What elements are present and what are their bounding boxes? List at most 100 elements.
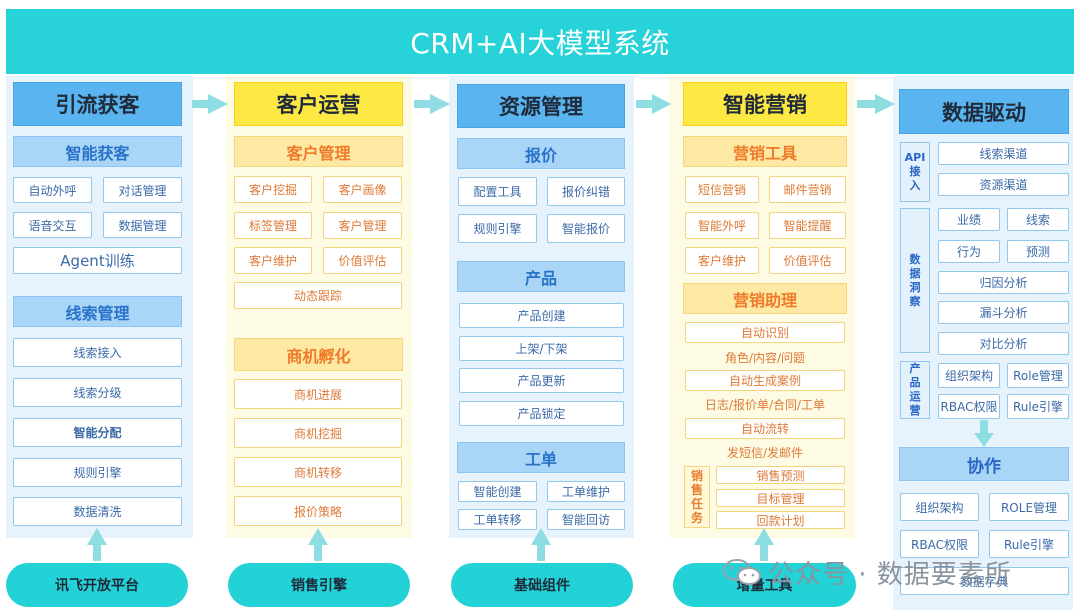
section-title[interactable]: 客户管理 [234, 136, 403, 167]
feature-item[interactable]: 目标管理 [716, 489, 845, 507]
feature-text: 角色/内容/问题 [724, 351, 806, 365]
group-label[interactable]: 数据洞察 [900, 208, 930, 353]
feature-item[interactable]: 报价纠错 [547, 177, 625, 206]
feature-item[interactable]: 数据清洗 [13, 497, 182, 526]
feature-item[interactable]: 工单转移 [458, 509, 537, 530]
section-title[interactable]: 营销助理 [683, 283, 847, 314]
platform-pill[interactable]: 销售引擎 [228, 563, 410, 607]
arrow-right-icon [636, 94, 671, 114]
feature-item[interactable]: 对话管理 [103, 177, 182, 203]
feature-item[interactable]: 智能报价 [547, 214, 625, 243]
feature-item[interactable]: 规则引擎 [458, 214, 537, 243]
feature-item[interactable]: 客户维护 [234, 247, 312, 274]
feature-item[interactable]: 自动识别 [685, 322, 845, 343]
feature-item[interactable]: 产品更新 [459, 368, 624, 393]
feature-item[interactable]: Rule引擎 [1007, 394, 1069, 419]
feature-item[interactable]: Role管理 [1007, 363, 1069, 388]
feature-item[interactable]: 销售预测 [716, 466, 845, 484]
feature-text: 发短信/发邮件 [726, 446, 804, 460]
column-header-label: 数据驱动 [942, 100, 1026, 125]
feature-item[interactable]: 客户维护 [685, 247, 759, 274]
feature-item[interactable]: 价值评估 [769, 247, 846, 274]
feature-item[interactable]: 数据管理 [103, 212, 182, 238]
platform-pill[interactable]: 讯飞开放平台 [6, 563, 188, 607]
column-header[interactable]: 客户运营 [234, 82, 403, 126]
page-title-banner: CRM+AI大模型系统 [6, 9, 1074, 74]
feature-item[interactable]: 回款计划 [716, 511, 845, 529]
feature-item[interactable]: 短信营销 [685, 176, 759, 203]
feature-item[interactable]: 智能分配 [13, 418, 182, 447]
section-title[interactable]: 商机孵化 [234, 338, 403, 371]
feature-item[interactable]: ROLE管理 [989, 493, 1069, 521]
feature-item[interactable]: 自动外呼 [13, 177, 92, 203]
feature-item[interactable]: 线索 [1007, 208, 1069, 231]
feature-item[interactable]: 报价策略 [234, 496, 402, 526]
feature-item[interactable]: 数据字典 [900, 567, 1069, 595]
feature-item[interactable]: 智能回访 [547, 509, 625, 530]
feature-item[interactable]: 线索接入 [13, 338, 182, 367]
feature-item[interactable]: 智能提醒 [769, 212, 846, 239]
section-title[interactable]: 产品 [457, 261, 625, 292]
feature-item[interactable]: 预测 [1007, 240, 1069, 263]
feature-item[interactable]: 线索分级 [13, 378, 182, 407]
feature-item[interactable]: 标签管理 [234, 212, 312, 239]
feature-item[interactable]: 漏斗分析 [938, 301, 1069, 324]
feature-item[interactable]: 商机挖掘 [234, 418, 402, 448]
feature-item[interactable]: 对比分析 [938, 332, 1069, 355]
page-title: CRM+AI大模型系统 [410, 26, 670, 60]
section-title-label: 营销工具 [732, 143, 797, 163]
section-title-label: 线索管理 [65, 303, 130, 323]
feature-item[interactable]: 上架/下架 [459, 336, 624, 361]
feature-item[interactable]: 智能外呼 [685, 212, 759, 239]
section-title[interactable]: 工单 [457, 442, 625, 473]
group-label[interactable]: 产品运营 [900, 361, 930, 419]
feature-item[interactable]: 商机转移 [234, 457, 402, 487]
feature-item[interactable]: 组织架构 [900, 493, 979, 521]
section-title-label: 工单 [524, 449, 557, 469]
feature-item[interactable]: Rule引擎 [989, 530, 1069, 558]
feature-item[interactable]: RBAC权限 [938, 394, 1000, 419]
feature-item[interactable]: 产品创建 [459, 303, 624, 328]
feature-item[interactable]: 智能创建 [458, 481, 537, 502]
feature-item[interactable]: 邮件营销 [769, 176, 846, 203]
feature-item[interactable]: 工单维护 [547, 481, 625, 502]
feature-item[interactable]: 自动生成案例 [685, 370, 845, 391]
section-title[interactable]: 营销工具 [683, 136, 847, 167]
feature-item[interactable]: 配置工具 [458, 177, 537, 206]
feature-item[interactable]: 产品锁定 [459, 401, 624, 426]
feature-item[interactable]: 客户画像 [323, 176, 402, 203]
feature-item[interactable]: 规则引擎 [13, 458, 182, 487]
arrow-right-icon [414, 94, 450, 114]
section-title[interactable]: 线索管理 [13, 296, 182, 327]
watermark-text: 公众号 · 数据要素所 [768, 559, 1012, 590]
column-header-label: 客户运营 [276, 93, 361, 117]
column-header-label: 智能营销 [723, 93, 807, 117]
column-header[interactable]: 引流获客 [13, 82, 182, 126]
feature-item[interactable]: 线索渠道 [938, 142, 1069, 165]
feature-item[interactable]: 资源渠道 [938, 173, 1069, 196]
feature-item[interactable]: RBAC权限 [900, 530, 979, 558]
platform-pill[interactable]: 基础组件 [451, 563, 633, 607]
column-header[interactable]: 智能营销 [683, 82, 847, 126]
feature-item[interactable]: 商机进展 [234, 379, 402, 409]
feature-item[interactable]: 客户挖掘 [234, 176, 312, 203]
section-title-label: 商机孵化 [286, 346, 351, 366]
feature-item[interactable]: 行为 [938, 240, 1000, 263]
section-title[interactable]: 协作 [899, 447, 1069, 481]
feature-item[interactable]: 归因分析 [938, 271, 1069, 294]
feature-item[interactable]: 价值评估 [323, 247, 402, 274]
section-title[interactable]: 报价 [457, 138, 625, 169]
feature-item[interactable]: 业绩 [938, 208, 1000, 231]
feature-item[interactable]: 动态跟踪 [234, 282, 402, 309]
column-header[interactable]: 数据驱动 [899, 89, 1069, 134]
feature-item[interactable]: 组织架构 [938, 363, 1000, 388]
feature-item[interactable]: Agent训练 [13, 247, 182, 274]
section-title[interactable]: 销售任务 [684, 466, 710, 528]
section-title-label: 智能获客 [65, 143, 130, 163]
feature-item[interactable]: 语音交互 [13, 212, 92, 238]
column-header[interactable]: 资源管理 [457, 84, 625, 128]
section-title[interactable]: 智能获客 [13, 136, 182, 167]
feature-item[interactable]: 自动流转 [685, 418, 845, 439]
feature-item[interactable]: 客户管理 [323, 212, 402, 239]
